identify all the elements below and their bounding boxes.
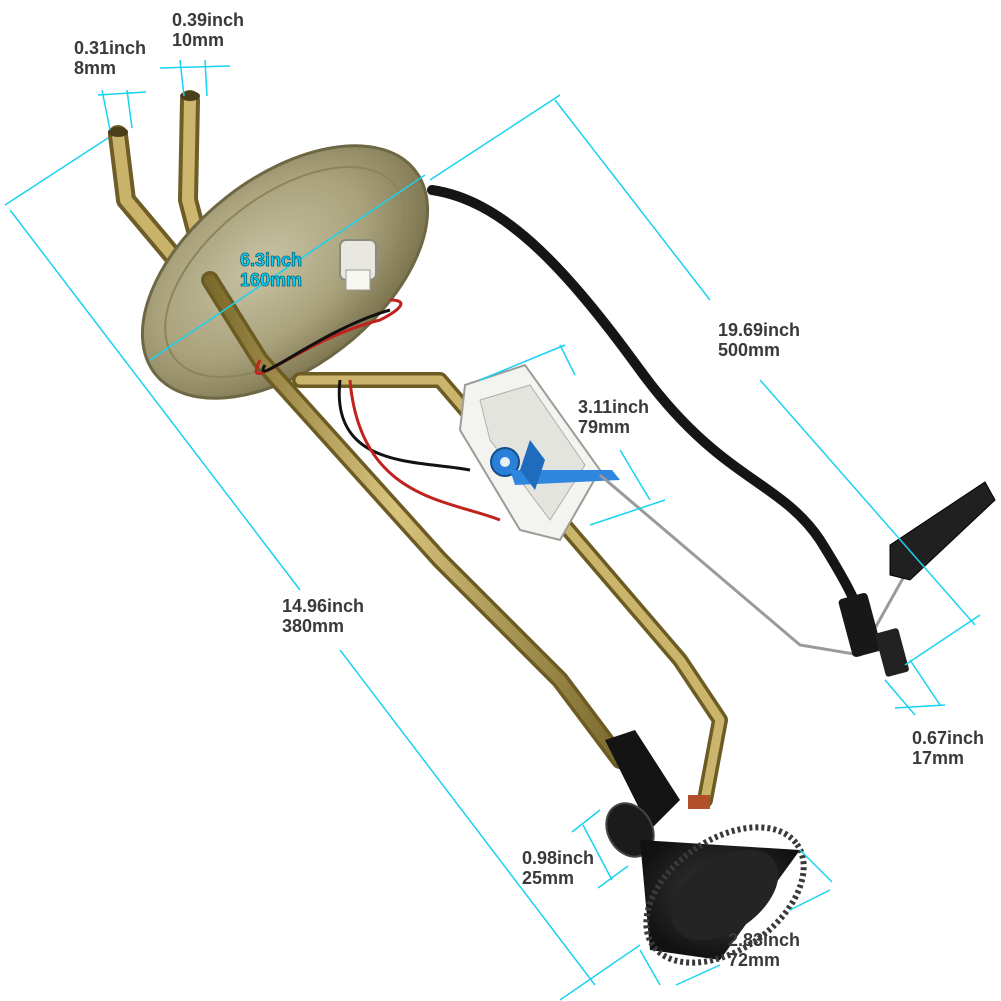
dim-harness-length-mm: 500mm — [718, 340, 781, 360]
dim-strainer-diameter-inch: 2.83inch — [728, 930, 801, 950]
dim-outlet-large-mm: 10mm — [172, 30, 225, 50]
dim-strainer-diameter-mm: 72mm — [728, 950, 781, 970]
dim-flange-diameter-mm: 160mm — [240, 270, 303, 291]
dim-overall-height: 14.96inch 380mm — [282, 596, 364, 636]
electrical-connector — [838, 593, 909, 677]
dim-outlet-small-inch: 0.31inch — [74, 38, 147, 58]
dim-pump-inlet-mm: 25mm — [522, 868, 575, 888]
dim-strainer-diameter: 2.83inch 72mm — [728, 930, 800, 970]
dim-sender-width-mm: 79mm — [578, 417, 631, 437]
dim-outlet-large: 0.39inch 10mm — [172, 10, 244, 50]
dim-outlet-small: 0.31inch 8mm — [74, 38, 146, 78]
float — [889, 481, 996, 581]
dim-pump-inlet-inch: 0.98inch — [522, 848, 595, 868]
dim-flange-diameter: 6.3inch 160mm — [240, 250, 303, 291]
pickup-tubes — [201, 271, 728, 808]
dim-outlet-small-mm: 8mm — [74, 58, 117, 78]
dim-pump-inlet: 0.98inch 25mm — [522, 848, 594, 888]
sender-wires — [254, 298, 501, 522]
dim-sender-width-inch: 3.11inch — [578, 397, 650, 417]
dim-sender-width: 3.11inch 79mm — [578, 397, 649, 437]
dim-harness-length: 19.69inch 500mm — [718, 320, 800, 360]
flange-plate — [140, 144, 430, 400]
dim-flange-diameter-inch: 6.3inch — [240, 250, 303, 271]
dim-outlet-large-inch: 0.39inch — [172, 10, 245, 30]
dimension-lines — [4, 59, 981, 1001]
dim-overall-height-mm: 380mm — [282, 616, 345, 636]
dim-connector-width-inch: 0.67inch — [912, 728, 985, 748]
dim-connector-width: 0.67inch 17mm — [912, 728, 984, 768]
dim-overall-height-inch: 14.96inch — [282, 596, 365, 616]
wire-harness — [427, 185, 865, 620]
level-sender-module — [458, 363, 620, 542]
dim-harness-length-inch: 19.69inch — [718, 320, 801, 340]
float-arm — [599, 473, 932, 657]
dim-connector-width-mm: 17mm — [912, 748, 965, 768]
fuel-pump-and-strainer — [605, 730, 807, 966]
